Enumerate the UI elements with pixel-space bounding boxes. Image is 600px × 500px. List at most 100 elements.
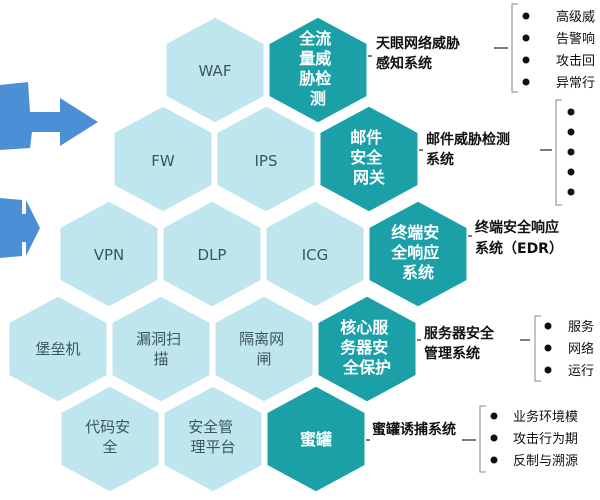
hex-waf-label: WAF — [199, 62, 232, 80]
hex-vuln-scan-label: 漏洞扫 描 — [136, 330, 186, 368]
hex-vuln-scan-line-1: 漏洞扫 — [136, 330, 181, 348]
bullet-dot — [522, 34, 530, 42]
bullet-text: 攻击行为期 — [513, 432, 578, 447]
bullet-text: 告警响 — [556, 31, 595, 47]
hex-mail-gateway — [317, 103, 421, 215]
bracket-mail — [555, 99, 562, 206]
hex-isolation-line-1: 隔离网 — [239, 330, 284, 348]
bullet-dot — [522, 78, 530, 86]
hex-mail-gateway-label: 邮件 安全 网关 — [350, 128, 388, 187]
hex-isolation-label: 隔离网 闸 — [239, 330, 289, 368]
arrow-top — [0, 82, 98, 150]
arrow-bottom — [0, 198, 40, 258]
system-tianyan-title-line-1: 天眼网络威胁 — [376, 35, 460, 52]
bullet-text: 反制与溯源 — [513, 453, 578, 469]
bullet-text: 业务环境模 — [513, 409, 578, 425]
bullet-text: 高级威 — [556, 9, 595, 25]
system-server-title-line-1: 服务器安全 — [424, 325, 495, 342]
left-arrows — [0, 82, 98, 258]
bullets-server: 服务 网络 运行 — [544, 319, 594, 379]
hex-server-protection-line-1: 核心服 — [340, 318, 389, 337]
hex-ips — [214, 103, 318, 215]
hex-sec-mgmt-line-1: 安全管 — [188, 418, 233, 436]
system-edr-title: 终端安全响应 系统（EDR） — [475, 219, 564, 257]
hex-vpn-label: VPN — [94, 246, 125, 264]
system-honeypot: 蜜罐诱捕系统 业务环境模 攻击行为期 反制与溯源 — [366, 405, 578, 473]
hex-waf — [163, 14, 267, 126]
bullet-dot — [490, 412, 498, 420]
system-server-title: 服务器安全 管理系统 — [424, 325, 499, 362]
bullet-dot — [567, 168, 575, 176]
system-server-title-line-2: 管理系统 — [424, 345, 480, 362]
hex-threat-detection-label: 全流 量威 胁检 测 — [298, 29, 337, 108]
hex-endpoint-response-label: 终端安 全响应 系统 — [390, 223, 445, 282]
hex-bastion-label: 堡垒机 — [35, 340, 80, 358]
hex-threat-detection-line-2: 量威 — [299, 49, 331, 68]
bullet-dot — [567, 188, 575, 196]
hex-code-security-label: 代码安 全 — [85, 418, 135, 456]
bullets-tianyan: 高级威 告警响 攻击回 异常行 — [522, 9, 595, 91]
bullet-dot — [522, 12, 530, 20]
bullets-mail — [567, 108, 575, 196]
hex-vuln-scan — [109, 293, 213, 405]
hex-server-protection-line-2: 务器安 — [340, 338, 388, 357]
bracket-server — [534, 315, 541, 382]
hex-threat-detection-line-4: 测 — [310, 89, 326, 108]
hex-code-security — [58, 383, 162, 495]
system-edr-title-line-1: 终端安全响应 — [475, 219, 559, 236]
hex-sec-mgmt — [161, 383, 265, 495]
hex-threat-detection-line-1: 全流 — [298, 29, 331, 48]
bullet-text: 异常行 — [556, 76, 595, 91]
hex-bastion — [6, 293, 110, 405]
hex-dlp — [160, 198, 264, 310]
bullet-dot — [567, 148, 575, 156]
hex-endpoint-response-line-3: 系统 — [402, 263, 434, 282]
bullet-dot — [567, 108, 575, 116]
hex-bastion-line-1: 堡垒机 — [35, 340, 80, 358]
bullet-text: 网络 — [568, 341, 594, 357]
bullet-text: 攻击回 — [556, 54, 595, 69]
system-edr-title-line-2: 系统（EDR） — [475, 240, 563, 257]
system-honeypot-title: 蜜罐诱捕系统 — [372, 421, 456, 438]
system-mail-title-line-1: 邮件威胁检测 — [426, 131, 510, 148]
hex-code-security-line-2: 全 — [102, 438, 117, 456]
hex-server-protection — [315, 293, 419, 405]
hex-icg — [263, 198, 367, 310]
bracket-honeypot — [479, 405, 486, 473]
hex-fw-label: FW — [151, 152, 175, 170]
hex-mail-gateway-line-1: 邮件 — [350, 128, 382, 147]
hex-server-protection-label: 核心服 务器安 全保护 — [340, 318, 394, 377]
bullet-text: 服务 — [568, 319, 594, 335]
bullet-dot — [544, 322, 552, 330]
hexagon-grid: WAF 全流 量威 胁检 测 FW IPS 邮件 安全 网关 VPN DLP I… — [6, 14, 470, 495]
hex-ips-label: IPS — [255, 152, 278, 170]
bullet-dot — [544, 366, 552, 374]
hex-endpoint-response-line-1: 终端安 — [391, 223, 439, 242]
bullet-dot — [544, 344, 552, 352]
hex-server-protection-line-3: 全保护 — [342, 358, 391, 377]
hex-isolation — [212, 293, 316, 405]
bullet-text: 运行 — [568, 364, 594, 379]
hex-code-security-line-1: 代码安 — [85, 418, 130, 436]
system-tianyan-title-line-2: 感知系统 — [376, 55, 432, 72]
hex-endpoint-response — [366, 198, 470, 310]
system-tianyan-title: 天眼网络威胁 感知系统 — [376, 35, 465, 72]
hex-vpn — [57, 198, 161, 310]
hex-mail-gateway-line-3: 网关 — [353, 168, 385, 187]
hex-threat-detection-line-3: 胁检 — [299, 69, 331, 88]
system-honeypot-title-line-1: 蜜罐诱捕系统 — [372, 421, 456, 438]
system-mail: 邮件威胁检测 系统 — [419, 99, 575, 206]
hex-sec-mgmt-line-2: 理平台 — [190, 438, 235, 456]
hex-sec-mgmt-label: 安全管 理平台 — [188, 418, 238, 456]
system-mail-title: 邮件威胁检测 系统 — [426, 131, 515, 168]
bullet-dot — [567, 128, 575, 136]
hex-threat-detection — [266, 14, 370, 126]
hex-dlp-label: DLP — [198, 246, 227, 264]
hex-honeypot — [264, 383, 368, 495]
hex-icg-label: ICG — [302, 246, 329, 264]
hex-mail-gateway-line-2: 安全 — [350, 148, 383, 167]
bracket-tianyan — [511, 3, 518, 93]
hex-fw — [111, 103, 215, 215]
bullet-dot — [490, 434, 498, 442]
